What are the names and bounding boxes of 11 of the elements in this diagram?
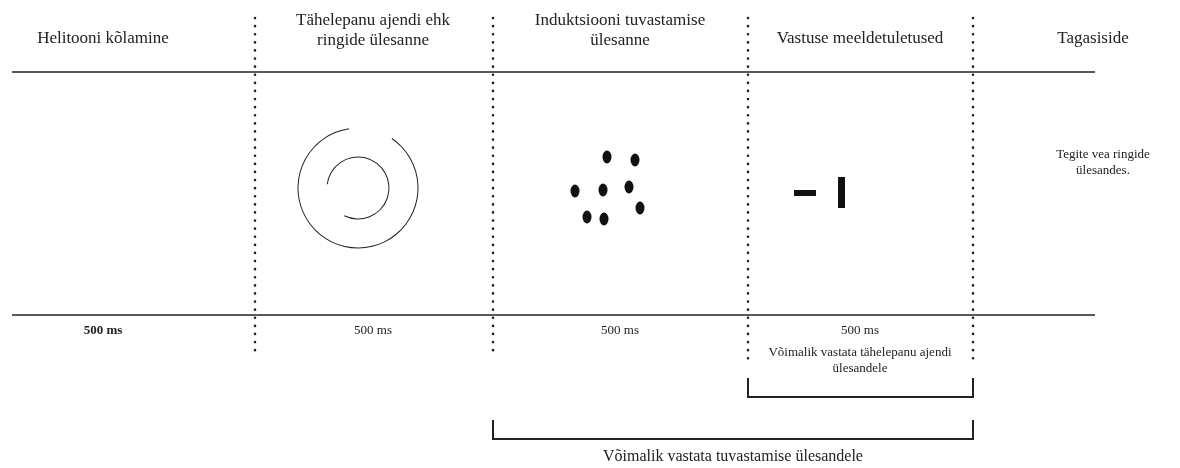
duration-label: 500 ms (353, 322, 393, 338)
column-heading: Tagasiside (1056, 28, 1130, 49)
column-heading: Vastuse meeldetuletused (775, 28, 945, 49)
column-heading: Tähelepanu ajendi ehk ringide ülesanne (295, 10, 451, 51)
bracket-label: Võimalik vastata tuvastamise ülesandele (602, 446, 864, 466)
duration-label: 500 ms (840, 322, 880, 338)
column-heading: Induktsiooni tuvastamise ülesanne (533, 10, 707, 51)
duration-label: 500 ms (600, 322, 640, 338)
feedback-message: Tegite vea ringide ülesandes. (1055, 146, 1151, 178)
duration-label: 500 ms (82, 322, 124, 338)
column-heading: Helitooni kõlamine (36, 28, 170, 49)
